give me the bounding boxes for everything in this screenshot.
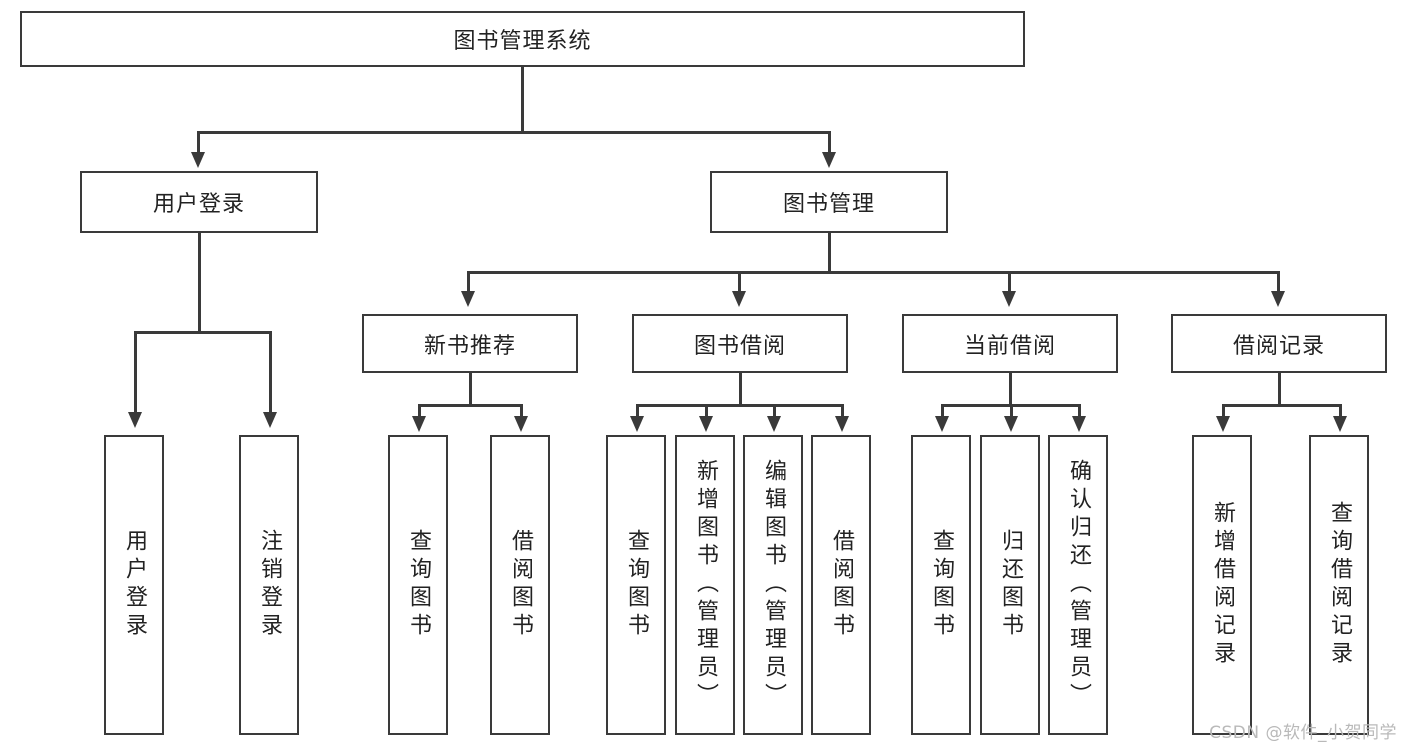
- arrowhead-bm-to-current-borrow: [1002, 291, 1016, 307]
- node-current-borrow[interactable]: 当前借阅: [902, 314, 1118, 373]
- node-new-book-recommend[interactable]: 新书推荐: [362, 314, 578, 373]
- edge-bb-to-leaf-4: [841, 404, 844, 418]
- arrowhead-cb-to-leaf-1: [935, 416, 949, 432]
- node-label: 新书推荐: [423, 333, 516, 359]
- edge-current-borrow-stem: [1009, 373, 1012, 406]
- node-label: 新增借阅记录: [1210, 501, 1235, 669]
- edge-bm-to-book-borrow: [738, 271, 741, 294]
- edge-book-management-bus: [467, 271, 1279, 274]
- leaf-new-book-2[interactable]: 借阅图书: [490, 435, 550, 735]
- node-user-login[interactable]: 用户登录: [80, 171, 318, 233]
- leaf-book-borrow-1[interactable]: 查询图书: [606, 435, 666, 735]
- leaf-current-borrow-2[interactable]: 归还图书: [980, 435, 1040, 735]
- edge-borrow-record-bus: [1222, 404, 1341, 407]
- arrowhead-br-to-leaf-1: [1216, 416, 1230, 432]
- arrowhead-bm-to-new-book: [461, 291, 475, 307]
- leaf-borrow-record-2[interactable]: 查询借阅记录: [1309, 435, 1369, 735]
- arrowhead-br-to-leaf-2: [1333, 416, 1347, 432]
- edge-user-login-stem: [198, 233, 201, 333]
- arrowhead-cb-to-leaf-2: [1004, 416, 1018, 432]
- arrowhead-root-to-book-management: [822, 152, 836, 168]
- edge-root-bus: [197, 131, 829, 134]
- node-label: 当前借阅: [963, 333, 1056, 359]
- edge-book-management-stem: [828, 233, 831, 273]
- arrowhead-bb-to-leaf-4: [835, 416, 849, 432]
- node-borrow-record[interactable]: 借阅记录: [1171, 314, 1387, 373]
- arrowhead-root-to-user-login: [191, 152, 205, 168]
- node-label: 用户登录: [122, 529, 147, 641]
- node-label: 注销登录: [257, 529, 282, 641]
- arrowhead-new-book-to-leaf-2: [514, 416, 528, 432]
- node-label: 确认归还（管理员）: [1066, 459, 1091, 711]
- edge-root-stem: [521, 67, 524, 133]
- edge-new-book-stem: [469, 373, 472, 406]
- node-label: 查询借阅记录: [1327, 501, 1352, 669]
- edge-bm-to-current-borrow: [1008, 271, 1011, 294]
- node-label: 图书借阅: [693, 333, 786, 359]
- arrowhead-bm-to-borrow-record: [1271, 291, 1285, 307]
- node-label: 图书管理: [782, 192, 875, 217]
- edge-new-book-bus: [418, 404, 522, 407]
- node-label: 借阅图书: [508, 529, 533, 641]
- edge-user-login-to-leaf-2: [269, 331, 272, 415]
- leaf-new-book-1[interactable]: 查询图书: [388, 435, 448, 735]
- edge-book-borrow-bus: [636, 404, 843, 407]
- node-label: 图书管理系统: [453, 29, 592, 54]
- arrowhead-new-book-to-leaf-1: [412, 416, 426, 432]
- edge-new-book-to-leaf-1: [418, 404, 421, 418]
- leaf-borrow-record-1[interactable]: 新增借阅记录: [1192, 435, 1252, 735]
- edge-user-login-bus: [134, 331, 271, 334]
- edge-book-borrow-stem: [739, 373, 742, 406]
- edge-user-login-to-leaf-1: [134, 331, 137, 415]
- leaf-user-login-1[interactable]: 用户登录: [104, 435, 164, 735]
- node-label: 归还图书: [998, 529, 1023, 641]
- edge-cb-to-leaf-2: [1010, 404, 1013, 418]
- arrowhead-bb-to-leaf-3: [767, 416, 781, 432]
- edge-root-to-user-login: [197, 131, 200, 156]
- node-book-borrow[interactable]: 图书借阅: [632, 314, 848, 373]
- arrowhead-bb-to-leaf-1: [630, 416, 644, 432]
- edge-bb-to-leaf-2: [705, 404, 708, 418]
- edge-root-to-book-management: [828, 131, 831, 156]
- leaf-book-borrow-3[interactable]: 编辑图书（管理员）: [743, 435, 803, 735]
- arrowhead-cb-to-leaf-3: [1072, 416, 1086, 432]
- node-label: 查询图书: [929, 529, 954, 641]
- arrowhead-bm-to-book-borrow: [732, 291, 746, 307]
- edge-br-to-leaf-1: [1222, 404, 1225, 418]
- node-label: 编辑图书（管理员）: [761, 459, 786, 711]
- edge-cb-to-leaf-3: [1078, 404, 1081, 418]
- node-label: 用户登录: [152, 192, 245, 217]
- leaf-book-borrow-4[interactable]: 借阅图书: [811, 435, 871, 735]
- node-label: 查询图书: [624, 529, 649, 641]
- leaf-current-borrow-1[interactable]: 查询图书: [911, 435, 971, 735]
- edge-bm-to-new-book: [467, 271, 470, 294]
- edge-bm-to-borrow-record: [1277, 271, 1280, 294]
- edge-borrow-record-stem: [1278, 373, 1281, 406]
- edge-bb-to-leaf-1: [636, 404, 639, 418]
- edge-cb-to-leaf-1: [941, 404, 944, 418]
- node-label: 借阅记录: [1232, 333, 1325, 359]
- node-label: 新增图书（管理员）: [693, 459, 718, 711]
- node-book-management[interactable]: 图书管理: [710, 171, 948, 233]
- arrowhead-user-login-to-leaf-2: [263, 412, 277, 428]
- node-label: 查询图书: [406, 529, 431, 641]
- edge-bb-to-leaf-3: [773, 404, 776, 418]
- leaf-book-borrow-2[interactable]: 新增图书（管理员）: [675, 435, 735, 735]
- edge-new-book-to-leaf-2: [520, 404, 523, 418]
- node-label: 借阅图书: [829, 529, 854, 641]
- watermark-text: CSDN @软件_小贺同学: [1209, 723, 1397, 743]
- edge-br-to-leaf-2: [1339, 404, 1342, 418]
- node-root-book-management-system[interactable]: 图书管理系统: [20, 11, 1025, 67]
- arrowhead-bb-to-leaf-2: [699, 416, 713, 432]
- arrowhead-user-login-to-leaf-1: [128, 412, 142, 428]
- leaf-current-borrow-3[interactable]: 确认归还（管理员）: [1048, 435, 1108, 735]
- leaf-user-login-2[interactable]: 注销登录: [239, 435, 299, 735]
